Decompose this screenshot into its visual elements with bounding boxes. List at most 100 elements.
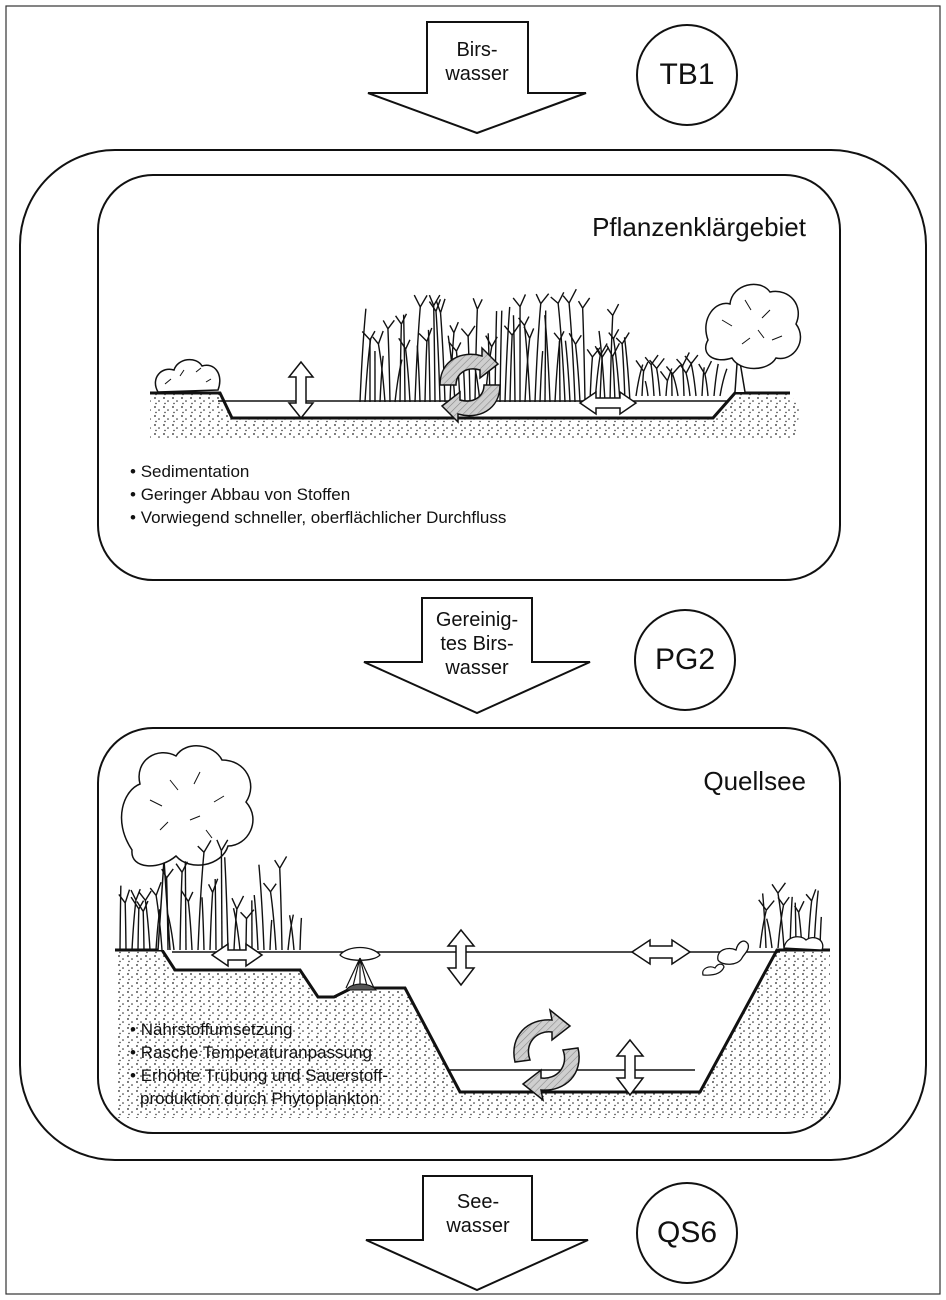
reed-stem bbox=[197, 852, 205, 951]
lake-reed-exchange-arrow bbox=[210, 942, 264, 968]
reed-plume bbox=[805, 889, 817, 902]
reed-plume bbox=[418, 327, 433, 342]
reed-stem bbox=[635, 364, 644, 397]
reed-stem bbox=[690, 363, 697, 397]
reed-stem bbox=[279, 868, 283, 951]
reed-stem bbox=[650, 364, 655, 397]
bullet-item-continuation: produktion durch Phytoplankton bbox=[140, 1089, 380, 1108]
reed-stem bbox=[179, 872, 183, 951]
page-border bbox=[5, 5, 941, 1295]
lake-vertical-arrow-lower bbox=[615, 1038, 645, 1097]
reed-plume bbox=[665, 365, 681, 375]
reed-stem bbox=[142, 911, 145, 951]
reed-stem bbox=[524, 338, 531, 403]
reed-plume bbox=[606, 342, 621, 357]
reed-stem bbox=[574, 344, 581, 403]
circulation-arrow-bottom bbox=[440, 384, 501, 424]
reed-plume bbox=[698, 360, 713, 375]
reed-stem bbox=[165, 877, 169, 951]
reed-plume bbox=[608, 328, 620, 339]
reed-plume bbox=[231, 895, 245, 910]
station-label-qs6: QS6 bbox=[656, 1216, 718, 1249]
reed-stem bbox=[557, 303, 566, 403]
bullet-item: Nährstoffumsetzung bbox=[130, 1018, 388, 1041]
reed-stem bbox=[777, 893, 785, 949]
reed-stem bbox=[287, 914, 295, 951]
reed-plume bbox=[615, 332, 630, 345]
reed-stem bbox=[299, 917, 303, 951]
reed-stem bbox=[379, 355, 384, 403]
reed-stem bbox=[544, 315, 551, 403]
reed-plume bbox=[512, 294, 527, 308]
reed-plume bbox=[361, 330, 376, 341]
reed-plume bbox=[180, 889, 194, 902]
station-circle-pg2 bbox=[634, 609, 736, 711]
reed-plume bbox=[649, 357, 665, 369]
reed-stem bbox=[701, 367, 705, 397]
reed-plume bbox=[149, 881, 162, 896]
reed-stem bbox=[564, 340, 571, 403]
transfer-arrow-label: Gereinig- tes Birs- wasser bbox=[435, 609, 519, 679]
reed-stem bbox=[232, 908, 241, 951]
reed-stem bbox=[359, 308, 367, 403]
reed-stem bbox=[655, 368, 661, 397]
reed-stem bbox=[214, 878, 217, 951]
reed-stem bbox=[258, 864, 265, 951]
reed-stem bbox=[644, 380, 649, 397]
reed-stem bbox=[402, 314, 406, 403]
inflow-arrow-label: Birs- wasser bbox=[445, 39, 509, 85]
rocks-right bbox=[783, 936, 824, 951]
reed-stem bbox=[539, 350, 544, 403]
station-circle-tb1 bbox=[636, 24, 738, 126]
reed-stem bbox=[253, 895, 259, 951]
reed-stem bbox=[558, 340, 561, 403]
reed-stem bbox=[187, 901, 193, 951]
outflow-arrow bbox=[365, 1175, 589, 1292]
reed-stem bbox=[719, 368, 728, 397]
reed-stem bbox=[761, 893, 767, 949]
reed-stem bbox=[777, 905, 785, 949]
reed-stem bbox=[439, 312, 446, 403]
reed-bed-left bbox=[118, 839, 303, 951]
reed-plume bbox=[197, 840, 212, 853]
reed-stem bbox=[155, 895, 163, 951]
reed-stem bbox=[424, 341, 428, 403]
reed-stem bbox=[665, 380, 669, 397]
reed-stem bbox=[144, 900, 151, 951]
reed-plume bbox=[606, 303, 620, 316]
reed-stem bbox=[269, 891, 277, 951]
reed-stem bbox=[759, 909, 767, 949]
reed-plume bbox=[659, 368, 673, 382]
reed-plume bbox=[262, 882, 277, 893]
lily-root bbox=[344, 983, 378, 991]
wetland-soil bbox=[150, 393, 800, 438]
reed-stem bbox=[124, 902, 127, 951]
panel-upper-bullets: Sedimentation Geringer Abbau von Stoffen… bbox=[130, 460, 507, 529]
reed-plume bbox=[771, 882, 786, 894]
bullet-item: Rasche Temperaturanpassung bbox=[130, 1041, 388, 1064]
reed-plume bbox=[676, 352, 690, 367]
reed-plume bbox=[130, 888, 141, 901]
reed-stem bbox=[474, 309, 479, 403]
reed-stem bbox=[416, 345, 421, 403]
reed-stem bbox=[399, 324, 403, 403]
reed-plume bbox=[553, 330, 565, 341]
bullet-item: Geringer Abbau von Stoffen bbox=[130, 483, 506, 506]
reed-stem bbox=[704, 374, 709, 397]
reed-plume bbox=[435, 298, 446, 314]
reed-stem bbox=[288, 915, 295, 951]
inflow-arrow bbox=[367, 21, 587, 135]
wetland-illustration bbox=[150, 283, 802, 438]
reed-plume bbox=[161, 868, 174, 879]
reed-plume bbox=[118, 889, 131, 904]
wetland-basin-outline bbox=[150, 391, 790, 420]
panel-upper-title: Pflanzenklärgebiet bbox=[592, 212, 806, 242]
reed-plume bbox=[274, 856, 288, 869]
reed-plume bbox=[449, 321, 459, 334]
horizontal-exchange-arrow bbox=[578, 390, 638, 416]
reed-stem bbox=[166, 913, 175, 951]
reed-stem bbox=[209, 892, 214, 951]
shrub-left bbox=[154, 358, 221, 393]
reed-stem bbox=[671, 373, 679, 397]
reed-stem bbox=[404, 349, 411, 403]
